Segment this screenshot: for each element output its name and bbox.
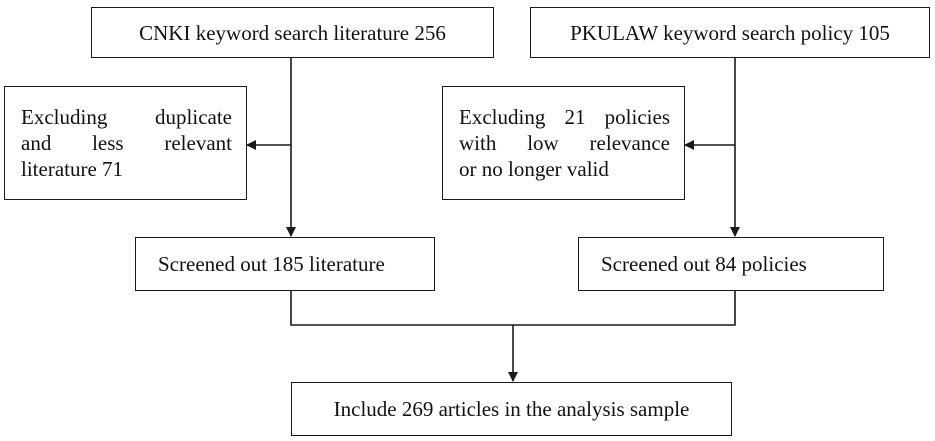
pkulaw-search-box: PKULAW keyword search policy 105	[530, 7, 930, 58]
pkulaw-search-label: PKULAW keyword search policy 105	[570, 20, 890, 45]
pkulaw-exclusion-line-1: Excluding 21 policies	[459, 105, 670, 129]
cnki-search-label: CNKI keyword search literature 256	[139, 20, 446, 45]
pkulaw-exclusion-line-2: with low relevance	[459, 131, 670, 155]
cnki-screened-box: Screened out 185 literature	[135, 237, 435, 291]
final-sample-box: Include 269 articles in the analysis sam…	[291, 382, 732, 436]
cnki-exclusion-line-1: Excluding duplicate	[21, 105, 232, 129]
cnki-exclusion-line-2: and less relevant	[21, 131, 232, 155]
cnki-search-box: CNKI keyword search literature 256	[91, 7, 494, 58]
final-sample-label: Include 269 articles in the analysis sam…	[333, 397, 690, 421]
cnki-exclusion-line-3: literature 71	[21, 157, 124, 181]
cnki-exclusion-box: Excluding duplicate and less relevant li…	[4, 86, 247, 200]
pkulaw-exclusion-box: Excluding 21 policies with low relevance…	[442, 86, 685, 200]
merge-connector	[290, 291, 736, 326]
pkulaw-screened-box: Screened out 84 policies	[578, 237, 884, 291]
pkulaw-exclusion-line-3: or no longer valid	[459, 157, 609, 181]
pkulaw-screened-label: Screened out 84 policies	[601, 252, 807, 276]
cnki-screened-label: Screened out 185 literature	[158, 252, 385, 276]
